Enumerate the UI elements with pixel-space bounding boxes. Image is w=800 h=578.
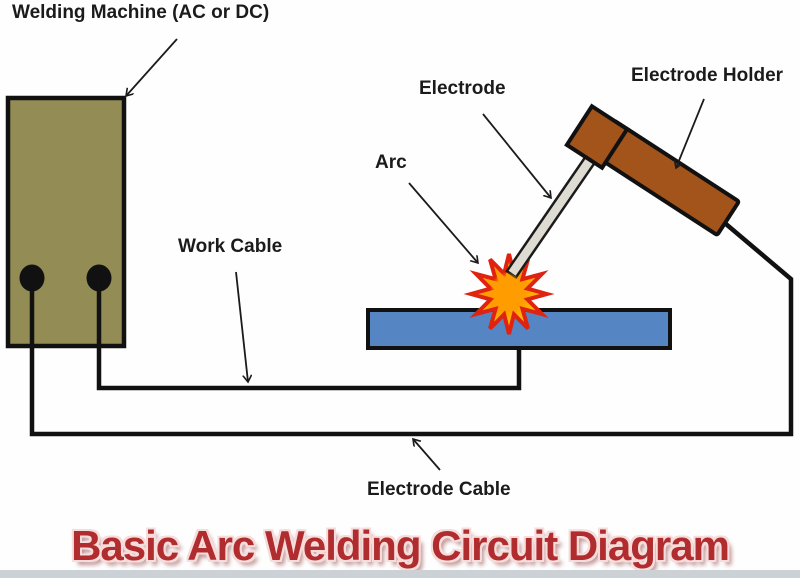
electrode-arrow [482,113,551,198]
electrode-cable-label: Electrode Cable [367,479,511,500]
electrode-rod [505,149,600,280]
diagram-title: Basic Arc Welding Circuit Diagram [71,522,730,569]
electrode-cable-line [29,217,794,437]
electrode-cable-arrow [413,439,441,471]
electrode-holder-arrow [676,98,705,168]
arc-arrow [408,182,478,263]
electrode-holder-clamp [564,103,630,171]
electrode-holder-label: Electrode Holder [631,65,784,86]
work-cable-label: Work Cable [178,236,283,257]
work-cable-line [96,278,522,391]
arc-glow [490,272,524,310]
welding-machine-label: Welding Machine (AC or DC) [12,2,270,23]
arc-label: Arc [375,152,407,173]
electrode-label: Electrode [419,78,506,99]
bottom-edge-bar [0,570,800,578]
work-cable-arrow [235,271,248,382]
welding-machine-body [5,95,127,349]
welding-machine-arrow [126,38,178,96]
